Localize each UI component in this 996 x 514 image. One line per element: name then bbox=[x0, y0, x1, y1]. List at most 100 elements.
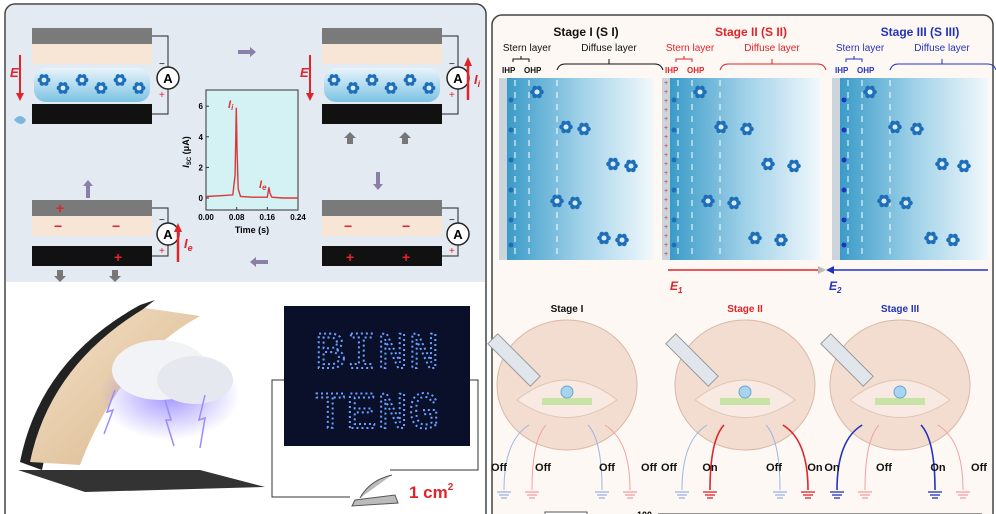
svg-text:+: + bbox=[402, 249, 410, 265]
ion-cluster-icon bbox=[606, 157, 620, 171]
axis-tick-100: 100 bbox=[637, 510, 652, 514]
y-tick-label: 2 bbox=[199, 163, 204, 172]
press-arrow-icon bbox=[109, 270, 121, 282]
diffuse-layer-label: Diffuse layer bbox=[581, 43, 637, 54]
svg-text:+: + bbox=[664, 98, 668, 105]
svg-text:+: + bbox=[664, 152, 668, 159]
svg-text:+: + bbox=[664, 80, 668, 87]
channel-state-label: Off bbox=[876, 462, 892, 474]
svg-text:Ii: Ii bbox=[474, 72, 481, 89]
ohp-label: OHP bbox=[524, 66, 542, 75]
ion-cluster-icon bbox=[346, 82, 360, 94]
ion-cluster-icon bbox=[75, 74, 89, 86]
ion-cluster-icon bbox=[403, 74, 417, 86]
channel-state-label: Off bbox=[599, 462, 615, 474]
svg-text:Ie: Ie bbox=[184, 236, 193, 253]
x-tick-label: 0.16 bbox=[260, 213, 276, 222]
svg-text:+: + bbox=[159, 90, 165, 101]
svg-text:−: − bbox=[449, 59, 455, 70]
svg-text:−: − bbox=[402, 218, 410, 234]
chart-y-label: ISC (μA) bbox=[181, 136, 193, 167]
svg-text:−: − bbox=[159, 59, 165, 70]
channel-state-label: Off bbox=[491, 462, 507, 474]
ion-cluster-icon bbox=[422, 82, 436, 94]
channel-state-label: Off bbox=[535, 462, 551, 474]
field-label: Ei bbox=[300, 65, 312, 82]
svg-text:+: + bbox=[664, 161, 668, 168]
e1-label: E1 bbox=[670, 279, 683, 295]
svg-text:−: − bbox=[449, 215, 455, 226]
ion-cluster-icon bbox=[327, 74, 341, 86]
right-panel: Stage I (S I) Stern layer Diffuse layerIHP… bbox=[487, 14, 996, 514]
chart-plot-area bbox=[205, 89, 299, 211]
ion-cluster-icon bbox=[384, 82, 398, 94]
bottom-chart-stub: 100 bbox=[544, 510, 982, 514]
scale-label: 1 cm2 bbox=[409, 482, 454, 502]
channel-state-label: On bbox=[824, 462, 840, 474]
ion-cluster-icon bbox=[957, 159, 971, 173]
svg-text:+: + bbox=[664, 242, 668, 249]
svg-text:+: + bbox=[664, 233, 668, 240]
annotation-ii: Ii bbox=[228, 99, 234, 112]
svg-text:+: + bbox=[664, 188, 668, 195]
ihp-label: IHP bbox=[502, 66, 516, 75]
svg-text:A: A bbox=[163, 71, 173, 86]
channel-state-label: Off bbox=[766, 462, 782, 474]
ion-cluster-icon bbox=[748, 231, 762, 245]
ion-cluster-icon bbox=[946, 233, 960, 247]
led-board: BINN TENG 1 cm2 bbox=[271, 306, 479, 507]
svg-text:A: A bbox=[453, 227, 463, 242]
ohp-label: OHP bbox=[857, 66, 875, 75]
ihp-label: IHP bbox=[665, 66, 679, 75]
svg-text:+: + bbox=[664, 224, 668, 231]
ion-cluster-icon bbox=[530, 85, 544, 99]
ion-cluster-icon bbox=[714, 120, 728, 134]
cycle-arrow-icon bbox=[83, 180, 93, 198]
ion-cluster-icon bbox=[559, 120, 573, 134]
svg-text:+: + bbox=[664, 179, 668, 186]
ion-cluster-icon bbox=[615, 233, 629, 247]
ion-cluster-icon bbox=[113, 74, 127, 86]
stern-layer-label: Stern layer bbox=[666, 43, 715, 54]
channel-state-label: On bbox=[807, 462, 823, 474]
ammeter-icon bbox=[446, 222, 470, 246]
current-trace-line bbox=[205, 107, 298, 199]
press-arrow-icon bbox=[399, 132, 411, 144]
ion-cluster-icon bbox=[56, 82, 70, 94]
svg-text:+: + bbox=[664, 170, 668, 177]
ion-cluster-icon bbox=[365, 74, 379, 86]
y-tick-label: 0 bbox=[199, 194, 204, 203]
x-tick-label: 0.24 bbox=[290, 213, 306, 222]
svg-text:A: A bbox=[453, 71, 463, 86]
teng-device: A−++−−+ bbox=[32, 200, 180, 266]
svg-text:−: − bbox=[54, 218, 62, 234]
stage-title: Stage I (S I) bbox=[553, 25, 618, 39]
ion-cluster-icon bbox=[132, 82, 146, 94]
cycle-arrow-icon bbox=[373, 172, 383, 190]
svg-text:+: + bbox=[664, 215, 668, 222]
ihp-label: IHP bbox=[835, 66, 849, 75]
ion-cluster-icon bbox=[550, 194, 564, 208]
press-arrow-icon bbox=[54, 270, 66, 282]
x-tick-label: 0.08 bbox=[229, 213, 245, 222]
y-tick-label: 4 bbox=[199, 133, 204, 142]
svg-text:+: + bbox=[449, 90, 455, 101]
diffuse-layer-label: Diffuse layer bbox=[744, 43, 800, 54]
svg-text:+: + bbox=[449, 246, 455, 257]
ohp-label: OHP bbox=[687, 66, 705, 75]
press-arrow-icon bbox=[344, 132, 356, 144]
ion-cluster-icon bbox=[774, 233, 788, 247]
ion-cluster-icon bbox=[888, 120, 902, 134]
cord-stage-title: Stage I bbox=[551, 304, 584, 315]
svg-text:−: − bbox=[112, 218, 120, 234]
svg-text:+: + bbox=[56, 200, 64, 216]
x-tick-label: 0.00 bbox=[198, 213, 214, 222]
channel-state-label: On bbox=[930, 462, 946, 474]
